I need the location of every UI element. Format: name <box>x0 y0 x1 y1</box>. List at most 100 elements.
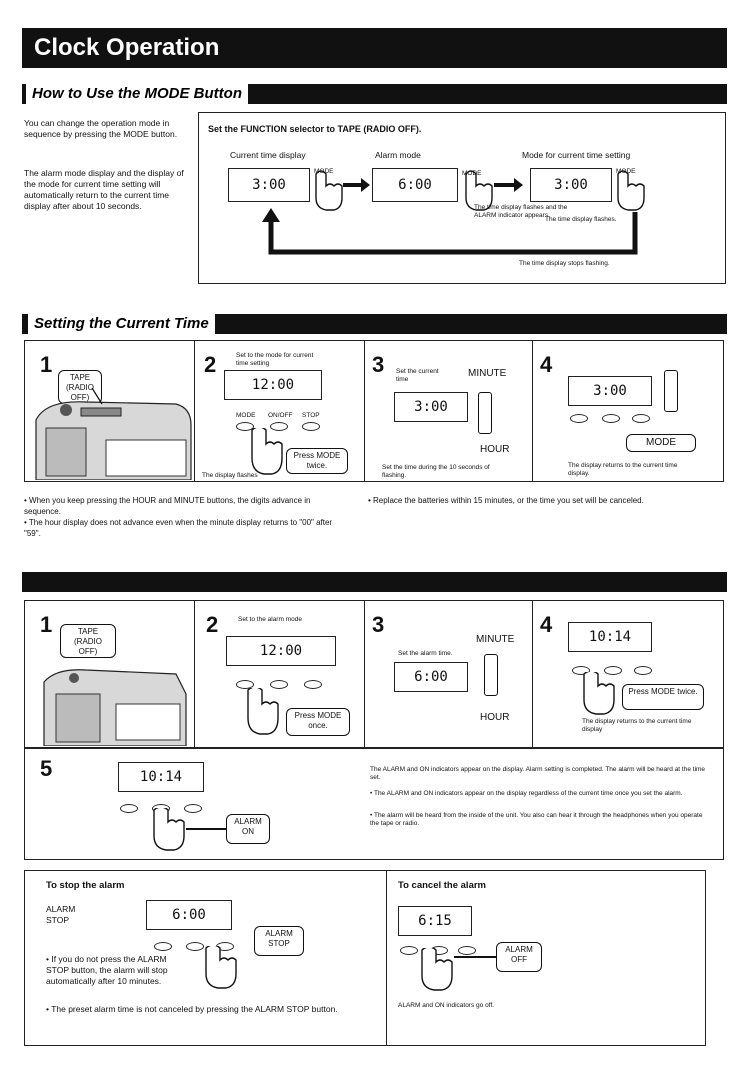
stop-button[interactable] <box>634 666 652 675</box>
ct-step3-note: Set the time during the 10 seconds of fl… <box>382 464 490 479</box>
stop-button[interactable] <box>632 414 650 423</box>
mode-diagram-box <box>198 112 726 284</box>
cancel-alarm-lcd: 6:15 <box>398 906 472 936</box>
mode-intro-1: You can change the operation mode in seq… <box>24 118 178 139</box>
ct-step2-btn-mode: MODE <box>236 412 256 419</box>
divider <box>386 870 387 1046</box>
al-step5-bullet1: • The ALARM and ON indicators appear on … <box>370 790 683 797</box>
al-step4-number: 4 <box>540 612 553 637</box>
al-step4-press-callout: Press MODE twice. <box>622 684 704 710</box>
callout-line <box>454 956 496 958</box>
minute-hour-buttons[interactable] <box>478 392 492 434</box>
ct-hour-label: HOUR <box>480 444 510 455</box>
al-step1-callout: TAPE (RADIO OFF) <box>60 624 116 658</box>
callout-line <box>186 828 226 830</box>
minute-hour-buttons[interactable] <box>664 370 678 412</box>
mode-button[interactable] <box>400 946 418 955</box>
alarm-section-bar <box>22 572 727 592</box>
al-step5-number: 5 <box>40 756 53 781</box>
stop-button[interactable] <box>184 804 202 813</box>
mode-button[interactable] <box>570 414 588 423</box>
al-step5-text1: The ALARM and ON indicators appear on th… <box>370 766 706 781</box>
stop-button[interactable] <box>302 422 320 431</box>
ct-step2-caption: Set to the mode for current time setting <box>236 352 314 367</box>
page-title: Clock Operation <box>34 34 220 61</box>
ct-step1-callout: TAPE (RADIO OFF) <box>58 370 102 404</box>
divider <box>532 340 533 482</box>
hand-pointer-icon <box>251 428 283 475</box>
minute-hour-buttons[interactable] <box>484 654 498 696</box>
ct-step2-btn-onoff: ON/OFF <box>268 412 293 419</box>
stop-alarm-heading: To stop the alarm <box>46 880 125 891</box>
al-minute-label: MINUTE <box>476 634 515 645</box>
hand-pointer-icon <box>205 946 237 989</box>
ct-step2-lcd: 12:00 <box>224 370 322 400</box>
onoff-button[interactable] <box>186 942 204 951</box>
cancel-alarm-heading: To cancel the alarm <box>398 880 486 891</box>
onoff-button[interactable] <box>602 414 620 423</box>
al-step2-lcd: 12:00 <box>226 636 336 666</box>
stop-alarm-bullet2: • The preset alarm time is not canceled … <box>46 1004 338 1014</box>
mode-lcd-alarm: 6:00 <box>372 168 458 202</box>
ct-step3-number: 3 <box>372 352 385 377</box>
stop-button[interactable] <box>458 946 476 955</box>
current-time-panel <box>24 340 724 482</box>
ct-step2-note: The display flashes <box>202 472 258 479</box>
onoff-button[interactable] <box>270 422 288 431</box>
mode-instruction: Set the FUNCTION selector to TAPE (RADIO… <box>208 124 422 134</box>
divider <box>364 340 365 482</box>
stop-alarm-label: ALARM STOP <box>46 904 76 925</box>
mode-button[interactable] <box>236 422 254 431</box>
stop-alarm-callout: ALARM STOP <box>254 926 304 956</box>
mode-note-2: The time display flashes and the ALARM i… <box>474 204 568 219</box>
hand-pointer-icon <box>153 808 185 851</box>
hand-pointer-icon <box>247 688 279 735</box>
cancel-alarm-note: ALARM and ON indicators go off. <box>398 1002 494 1009</box>
divider <box>364 600 365 748</box>
ct-bullet-2: • The hour display does not advance even… <box>24 518 333 538</box>
ct-step4-note: The display returns to the current time … <box>568 462 678 477</box>
mode-lcd-setting: 3:00 <box>530 168 612 202</box>
page-title-bar <box>22 28 727 68</box>
alarm-panel <box>24 600 724 748</box>
mode-col3-label: Mode for current time setting <box>522 150 631 160</box>
ct-step1-number: 1 <box>40 352 53 377</box>
al-step5-bullet2: • The alarm will be heard from the insid… <box>370 812 703 827</box>
al-hour-label: HOUR <box>480 712 510 723</box>
current-time-heading: Setting the Current Time <box>28 314 215 334</box>
ct-step3-caption: Set the current time <box>396 368 439 383</box>
mode-lcd-current: 3:00 <box>228 168 310 202</box>
al-step4-lcd: 10:14 <box>568 622 652 652</box>
mode-flow-graphics <box>262 170 645 255</box>
alarm-step5-panel <box>24 748 724 860</box>
mode-note-3: The time display flashes. <box>545 216 617 223</box>
al-step5-lcd: 10:14 <box>118 762 204 792</box>
hand-pointer-icon <box>583 672 615 715</box>
radio-unit-illustration <box>35 387 192 480</box>
al-step3-caption: Set the alarm time. <box>398 650 453 657</box>
mode-button[interactable] <box>154 942 172 951</box>
mode-button[interactable] <box>236 680 254 689</box>
stop-alarm-bullet1: • If you do not press the ALARM STOP but… <box>46 954 168 986</box>
stop-button[interactable] <box>304 680 322 689</box>
mode-col2-label: Alarm mode <box>375 150 421 160</box>
al-step1-number: 1 <box>40 612 53 637</box>
onoff-button[interactable] <box>270 680 288 689</box>
ct-bullet-3: • Replace the batteries within 15 minute… <box>368 496 644 505</box>
onoff-button[interactable] <box>604 666 622 675</box>
ct-step4-number: 4 <box>540 352 553 377</box>
cancel-alarm-callout: ALARM OFF <box>496 942 542 972</box>
mode-col1-label: Current time display <box>230 150 306 160</box>
ct-step2-btn-stop: STOP <box>302 412 320 419</box>
divider <box>194 600 195 748</box>
divider <box>194 340 195 482</box>
al-step2-press-callout: Press MODE once. <box>286 708 350 736</box>
radio-unit-illustration <box>43 669 187 746</box>
mode-intro-2: The alarm mode display and the display o… <box>24 168 184 211</box>
mode-button[interactable] <box>572 666 590 675</box>
mode-button[interactable] <box>120 804 138 813</box>
ct-step4-mode-callout: MODE <box>626 434 696 452</box>
divider <box>532 600 533 748</box>
mode-note-bottom: The time display stops flashing. <box>519 260 610 267</box>
al-step2-number: 2 <box>206 612 219 637</box>
